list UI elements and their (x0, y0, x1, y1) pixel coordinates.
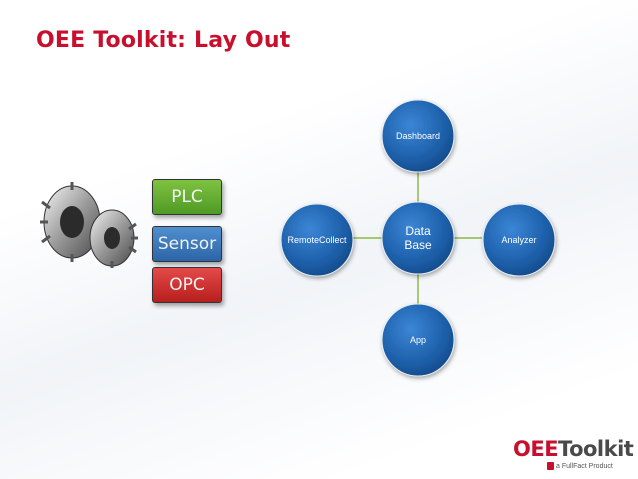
node-remotecollect-label: RemoteCollect (287, 235, 347, 245)
logo-oee-text: OEE (513, 437, 559, 461)
logo-tagline: a FullFact Product (556, 462, 613, 470)
node-analyzer (482, 203, 556, 277)
node-database (381, 201, 455, 275)
gears-icon (40, 182, 138, 268)
node-dashboard-label: Dashboard (395, 131, 441, 141)
node-database-label-line: Data (405, 224, 431, 238)
source-opc: OPC (152, 267, 222, 303)
node-analyzer-label: Analyzer (501, 235, 537, 245)
fullfact-mark-icon (547, 462, 554, 470)
slide-title: OEE Toolkit: Lay Out (36, 28, 291, 53)
source-plc: PLC (152, 179, 222, 215)
node-dashboard (381, 99, 455, 173)
oee-toolkit-logo: OEEToolkit a FullFact Product (513, 437, 634, 470)
node-app-label: App (409, 335, 427, 345)
node-database-label-line: Base (404, 238, 432, 252)
logo-toolkit-text: Toolkit (558, 437, 634, 461)
node-app (381, 303, 455, 377)
source-sensor: Sensor (152, 226, 222, 262)
node-remotecollect (280, 203, 354, 277)
